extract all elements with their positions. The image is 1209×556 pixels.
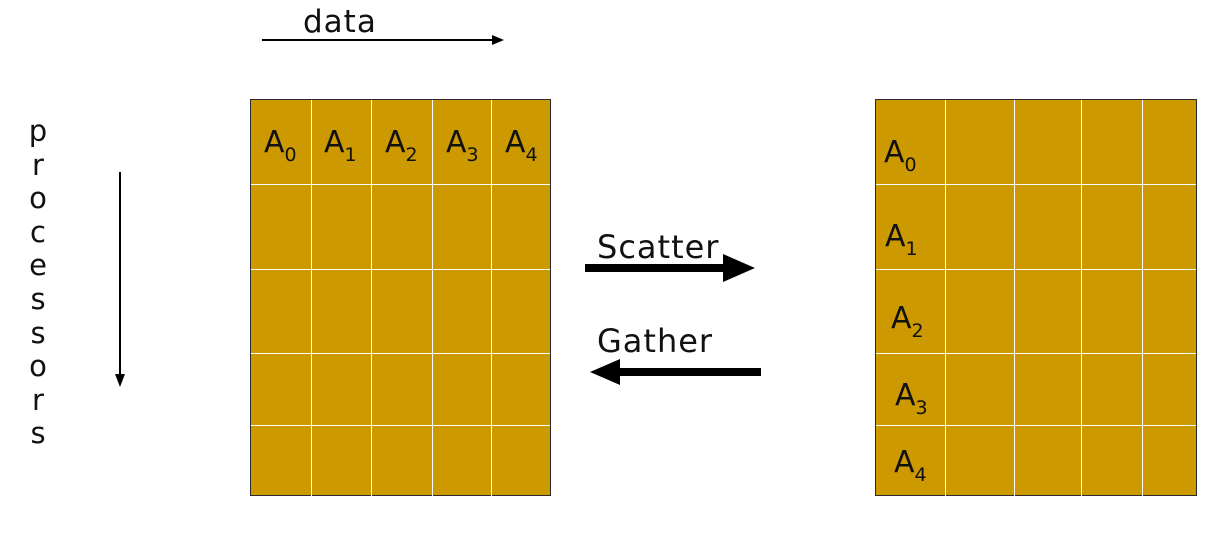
grid-cell — [492, 426, 552, 496]
grid-cell — [1143, 270, 1198, 353]
grid-cell — [312, 185, 372, 269]
grid-cell — [251, 185, 312, 269]
grid-row — [251, 100, 550, 185]
grid-cell — [1015, 100, 1082, 184]
right-item-a2: A2 — [891, 301, 924, 343]
grid-cell — [1015, 354, 1082, 425]
processors-letter: r — [32, 382, 44, 417]
grid-cell — [312, 270, 372, 353]
grid-cell — [1082, 354, 1143, 425]
grid-cell — [1015, 185, 1082, 269]
grid-cell — [1082, 185, 1143, 269]
right-item-a0: A0 — [884, 135, 917, 177]
grid-cell — [372, 354, 433, 425]
grid-cell — [312, 426, 372, 496]
grid-cell — [946, 100, 1015, 184]
processors-letter: c — [30, 214, 46, 249]
grid-cell — [946, 354, 1015, 425]
grid-row — [876, 185, 1196, 270]
grid-cell — [312, 354, 372, 425]
processors-letter: e — [29, 248, 47, 283]
grid-cell — [251, 100, 312, 184]
processors-letter: o — [29, 349, 47, 384]
processors-letter: s — [30, 315, 46, 350]
grid-cell — [1015, 426, 1082, 496]
grid-cell — [312, 100, 372, 184]
right-item-a1: A1 — [885, 219, 918, 261]
grid-cell — [372, 270, 433, 353]
grid-cell — [372, 185, 433, 269]
gather-label: Gather — [597, 322, 714, 360]
data-direction-arrow — [262, 35, 504, 45]
processors-letter: s — [30, 416, 46, 451]
processors-letter: o — [29, 181, 47, 216]
grid-cell — [1082, 270, 1143, 353]
left-item-a3: A3 — [446, 125, 479, 167]
grid-cell — [876, 270, 946, 353]
right-item-a4: A4 — [894, 445, 927, 487]
grid-row — [876, 270, 1196, 354]
grid-cell — [876, 426, 946, 496]
grid-row — [251, 185, 550, 270]
grid-cell — [1143, 100, 1198, 184]
grid-row — [251, 270, 550, 354]
grid-cell — [251, 354, 312, 425]
processors-letter: r — [32, 147, 44, 182]
grid-cell — [1143, 426, 1198, 496]
grid-cell — [433, 100, 492, 184]
data-axis-label: data — [303, 4, 377, 40]
grid-cell — [1082, 426, 1143, 496]
processors-letter: p — [28, 114, 48, 148]
grid-cell — [946, 426, 1015, 496]
scatter-label: Scatter — [597, 228, 720, 266]
right-item-a3: A3 — [895, 378, 928, 420]
grid-cell — [251, 426, 312, 496]
grid-cell — [1143, 354, 1198, 425]
grid-row — [876, 354, 1196, 426]
grid-cell — [876, 100, 946, 184]
grid-cell — [433, 270, 492, 353]
grid-cell — [492, 270, 552, 353]
grid-cell — [372, 426, 433, 496]
left-item-a0: A0 — [264, 125, 297, 167]
grid-cell — [1143, 185, 1198, 269]
grid-row — [876, 100, 1196, 185]
grid-cell — [876, 185, 946, 269]
right-data-grid: A0 A1 A2 A3 A4 — [875, 99, 1197, 497]
grid-cell — [492, 354, 552, 425]
grid-cell — [1082, 100, 1143, 184]
processors-letter: s — [30, 281, 46, 316]
grid-row — [251, 426, 550, 497]
processors-direction-arrow — [115, 172, 125, 387]
scatter-arrow — [585, 254, 755, 282]
grid-cell — [433, 354, 492, 425]
grid-cell — [1015, 270, 1082, 353]
grid-row — [251, 354, 550, 426]
grid-cell — [946, 185, 1015, 269]
grid-row — [876, 426, 1196, 497]
left-item-a2: A2 — [385, 125, 418, 167]
grid-cell — [492, 185, 552, 269]
grid-cell — [372, 100, 433, 184]
gather-arrow — [590, 359, 761, 385]
grid-cell — [251, 270, 312, 353]
left-data-grid: A0 A1 A2 A3 A4 — [250, 99, 551, 497]
left-item-a4: A4 — [505, 125, 538, 167]
grid-cell — [433, 426, 492, 496]
grid-cell — [433, 185, 492, 269]
left-item-a1: A1 — [324, 125, 357, 167]
grid-cell — [876, 354, 946, 425]
grid-cell — [946, 270, 1015, 353]
